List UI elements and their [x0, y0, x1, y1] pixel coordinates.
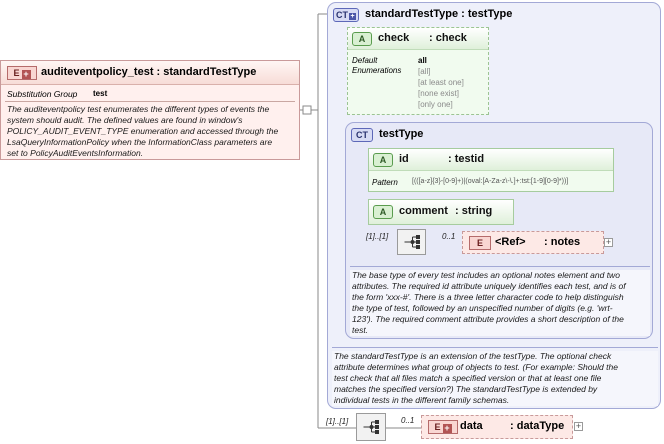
element-badge-letter: E — [13, 68, 20, 78]
element-badge: E — [469, 236, 491, 250]
expand-notes-button[interactable]: + — [604, 237, 613, 247]
inner-doc-line: attributes. The required id attribute un… — [352, 281, 626, 291]
outer-doc-line: attribute determines what group of objec… — [334, 362, 618, 372]
element-doc-line: The auditeventpolicy test enumerates the… — [7, 104, 270, 114]
sequence-icon — [404, 235, 420, 249]
ref-multiplicity: 0..1 — [401, 416, 415, 425]
sequence-icon — [363, 420, 379, 434]
element-badge: E+ — [7, 66, 37, 80]
attribute-badge: A — [352, 32, 372, 46]
outer-type-divider — [332, 347, 658, 348]
enumeration-list: [all] [at least one] [none exist] [only … — [418, 66, 464, 110]
element-title: auditeventpolicy_test : standardTestType — [41, 66, 257, 78]
attribute-type: : string — [455, 205, 493, 217]
attribute-header: A id : testid — [369, 149, 613, 171]
inner-doc-line: test. — [352, 325, 369, 335]
complex-type-badge: CT+ — [333, 8, 359, 22]
enumeration-value: [none exist] — [418, 89, 459, 98]
element-ref-notes[interactable]: E <Ref> : notes — [462, 231, 604, 254]
inner-doc-line: the type of test, followed by an unspeci… — [352, 303, 613, 313]
element-ref-data[interactable]: E+ data : dataType — [421, 415, 573, 439]
attribute-badge: A — [373, 153, 393, 167]
outer-type-documentation: The standardTestType is an extension of … — [332, 351, 658, 406]
sequence-multiplicity: [1]..[1] — [366, 232, 389, 241]
element-doc-line: LsaQueryInformationPolicy when the Infor… — [7, 137, 273, 147]
attribute-type: : testid — [448, 153, 485, 165]
inner-type-divider — [350, 266, 650, 267]
sequence-compositor-data[interactable] — [356, 413, 386, 441]
ref-name: <Ref> — [495, 236, 526, 248]
outer-doc-line: matches the specified version?) The stan… — [334, 384, 598, 394]
sequence-compositor-notes[interactable] — [397, 229, 426, 255]
attribute-name: comment — [399, 205, 448, 217]
element-badge-letter: E — [434, 422, 441, 432]
enumeration-value: [all] — [418, 67, 431, 76]
element-documentation: The auditeventpolicy test enumerates the… — [7, 104, 299, 159]
substitution-group-value: test — [93, 89, 108, 98]
expand-plus-icon: + — [21, 69, 31, 79]
ref-type: : dataType — [510, 420, 565, 432]
outer-doc-line: test check that all files match a specif… — [334, 373, 602, 383]
default-value: all — [418, 56, 427, 65]
pattern-value: [(([a-z]{3}-[0-9]+)|(oval:[A-Za-z\-\.]+:… — [412, 178, 569, 185]
attribute-check[interactable]: A check : check Default all Enumerations… — [347, 27, 489, 115]
default-label: Default — [352, 56, 378, 65]
attribute-header: A comment : string — [369, 200, 513, 224]
pattern-label: Pattern — [372, 178, 398, 187]
complex-type-badge: CT — [351, 128, 373, 142]
element-doc-line: POLICY_AUDIT_EVENT_TYPE enumeration and … — [7, 126, 279, 136]
inner-doc-line: 123'). The required comment attribute pr… — [352, 314, 624, 324]
inner-type-documentation: The base type of every test includes an … — [350, 270, 650, 336]
attribute-type: : check — [429, 32, 467, 44]
ct-badge-letters: CT — [336, 10, 348, 20]
element-header: E+ auditeventpolicy_test : standardTestT… — [1, 61, 299, 85]
inner-doc-line: the form 'xxx-#'. There is a three lette… — [352, 292, 624, 302]
substitution-group-label: Substitution Group — [7, 89, 78, 99]
element-badge: E+ — [428, 420, 458, 434]
enumeration-value: [at least one] — [418, 78, 464, 87]
expand-data-button[interactable]: + — [574, 421, 583, 431]
sequence-multiplicity: [1]..[1] — [326, 417, 349, 426]
outer-doc-line: The standardTestType is an extension of … — [334, 351, 612, 361]
complex-type-title: testType — [379, 128, 424, 140]
enumeration-value: [only one] — [418, 100, 453, 109]
ref-name: data — [460, 420, 483, 432]
ref-multiplicity: 0..1 — [442, 232, 456, 241]
expand-plus-icon: + — [349, 13, 356, 20]
expand-plus-icon: + — [442, 423, 452, 433]
outer-doc-line: individual tests in the different family… — [334, 395, 510, 405]
attribute-badge: A — [373, 205, 393, 219]
attribute-name: check — [378, 32, 410, 44]
attribute-header: A check : check — [348, 28, 488, 50]
element-doc-line: system should audit. The defined values … — [7, 115, 243, 125]
attribute-name: id — [399, 153, 409, 165]
ref-type: : notes — [544, 236, 581, 248]
attribute-comment[interactable]: A comment : string — [368, 199, 514, 225]
attribute-id[interactable]: A id : testid Pattern [(([a-z]{3}-[0-9]+… — [368, 148, 614, 192]
complex-type-title: standardTestType : testType — [365, 8, 513, 20]
element-divider — [5, 101, 295, 102]
element-box-auditeventpolicy-test[interactable]: E+ auditeventpolicy_test : standardTestT… — [0, 60, 300, 160]
inner-doc-line: The base type of every test includes an … — [352, 270, 620, 280]
enumerations-label: Enumerations — [352, 66, 402, 75]
element-doc-line: set to PolicyAuditEventsInformation. — [7, 148, 144, 158]
